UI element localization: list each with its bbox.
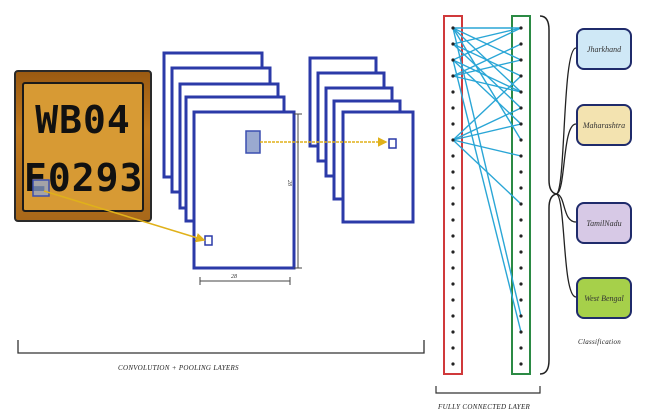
fc-output-node [519, 282, 523, 286]
fc-connection [452, 59, 522, 77]
fc-output-node [519, 122, 523, 126]
conv-kernel-window [245, 130, 261, 154]
fc-input-node [451, 250, 455, 254]
fc-input-node [451, 122, 455, 126]
class-box-2: Maharashtra [576, 104, 632, 146]
fc-connection [452, 139, 522, 157]
fc-output-node [519, 346, 523, 350]
fc-output-node [519, 26, 523, 30]
classification-caption: Classification [578, 338, 622, 346]
fc-input-node [451, 74, 455, 78]
fc-connections [452, 27, 522, 333]
fc-output-node [519, 202, 523, 206]
fc-connection [452, 139, 522, 205]
class-connectors [555, 47, 577, 298]
fc-input-node [451, 42, 455, 46]
conv-pool-bracket [17, 340, 425, 354]
fc-input-node [451, 90, 455, 94]
fc-input-node [451, 234, 455, 238]
conv-pool-caption: CONVOLUTION + POOLING LAYERS [118, 364, 239, 372]
fc-connection [452, 75, 522, 93]
fc-input-node [451, 298, 455, 302]
fc-connection [452, 107, 522, 141]
fc-input-node [451, 154, 455, 158]
connector-class-2 [555, 123, 577, 195]
fc-connection [452, 75, 522, 141]
fc-connection [452, 59, 522, 93]
fc-output-node [519, 362, 523, 366]
fc-input-column [443, 15, 463, 375]
fc-output-node [519, 298, 523, 302]
fc-output-node [519, 90, 523, 94]
fc-connection [452, 59, 522, 333]
fc-input-node [451, 138, 455, 142]
fc-output-node [519, 58, 523, 62]
height-label: 28 [286, 180, 292, 186]
conv-layer-stack-1 [162, 51, 296, 270]
class-box-1: Jharkhand [576, 28, 632, 70]
fc-output-node [519, 234, 523, 238]
fc-input-node [451, 346, 455, 350]
fc-connection [452, 43, 522, 77]
fc-connection [452, 27, 522, 61]
fc-output-node [519, 42, 523, 46]
fc-connection [452, 59, 522, 125]
fc-output-column [511, 15, 531, 375]
connector-class-4 [555, 193, 577, 298]
fc-input-node [451, 202, 455, 206]
pooled-map-front [341, 110, 415, 224]
fc-output-node [519, 218, 523, 222]
class-box-4: West Bengal [576, 277, 632, 319]
plate-receptive-field [32, 179, 50, 197]
fc-input-node [451, 314, 455, 318]
fc-input-node [451, 58, 455, 62]
fc-output-node [519, 138, 523, 142]
fc-input-node [451, 330, 455, 334]
fc-output-node [519, 250, 523, 254]
fc-input-node [451, 362, 455, 366]
fc-output-node [519, 330, 523, 334]
plate-line-1: WB04 [35, 98, 131, 142]
fc-bracket [435, 386, 541, 394]
width-label: 28 [231, 274, 237, 280]
conv-output-cell [204, 235, 213, 246]
fc-output-node [519, 154, 523, 158]
plate-to-conv-arrow [43, 190, 206, 243]
fc-input-node [451, 282, 455, 286]
class-box-3: TamilNadu [576, 202, 632, 244]
fc-input-node [451, 106, 455, 110]
fc-input-node [451, 218, 455, 222]
fc-output-node [519, 186, 523, 190]
pool-output-cell [388, 138, 397, 149]
fc-input-node [451, 26, 455, 30]
fc-nodes [451, 26, 523, 366]
fc-connection [452, 123, 522, 141]
fc-brace [539, 15, 559, 375]
pooling-layer-stack [308, 56, 415, 224]
fc-connection [452, 27, 522, 45]
fc-input-node [451, 266, 455, 270]
fc-output-node [519, 170, 523, 174]
fc-output-node [519, 74, 523, 78]
connector-class-1 [555, 47, 577, 195]
fc-caption: FULLY CONNECTED LAYER [438, 403, 531, 411]
fc-output-node [519, 266, 523, 270]
fc-input-node [451, 170, 455, 174]
fc-input-node [451, 186, 455, 190]
fc-output-node [519, 314, 523, 318]
fc-output-node [519, 106, 523, 110]
